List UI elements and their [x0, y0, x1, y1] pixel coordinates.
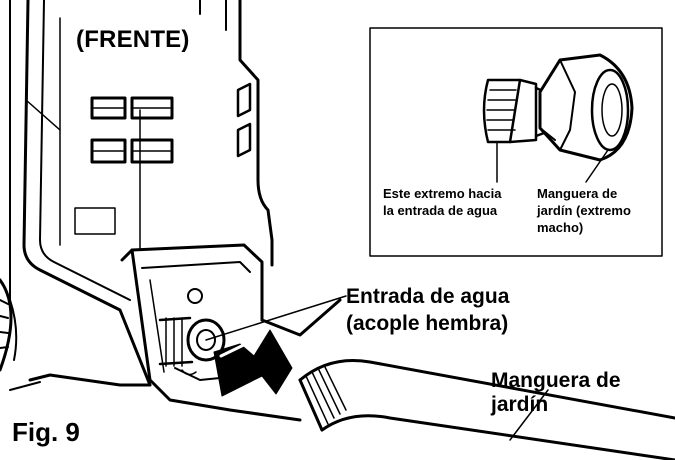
direction-arrow	[213, 329, 293, 397]
front-view-label: (FRENTE)	[76, 26, 190, 53]
garden-hose	[298, 358, 675, 460]
inset-right-leader	[585, 149, 609, 183]
inset-box	[369, 27, 663, 257]
left-partial-wheel	[0, 278, 13, 372]
hose-callout-line	[509, 389, 549, 441]
water-inlet-label: Entrada de agua (acople hembra)	[346, 283, 509, 337]
inlet-callout-line	[205, 295, 347, 341]
inset-hose-fitting	[538, 53, 634, 162]
inset-right-label-line-3: macho)	[537, 220, 584, 235]
inset-right-label-line-1: Manguera de	[537, 186, 618, 201]
water-inlet-label-line-1: Entrada de agua	[346, 285, 510, 308]
inset-right-label-line-2: jardín (extremo	[537, 203, 631, 218]
figure-number: Fig. 9	[12, 417, 80, 447]
water-inlet-coupling	[158, 316, 226, 381]
inset-left-label-line-1: Este extremo hacia	[383, 186, 502, 201]
inset-left-label: Este extremo hacia la entrada de agua	[383, 185, 502, 219]
inset-left-label-line-2: la entrada de agua	[383, 203, 498, 218]
inset-right-label: Manguera de jardín (extremo macho)	[537, 185, 631, 236]
pressure-washer-body	[9, 0, 342, 422]
garden-hose-label: Manguera de jardín	[491, 369, 621, 416]
water-inlet-label-line-2: (acople hembra)	[346, 312, 509, 335]
